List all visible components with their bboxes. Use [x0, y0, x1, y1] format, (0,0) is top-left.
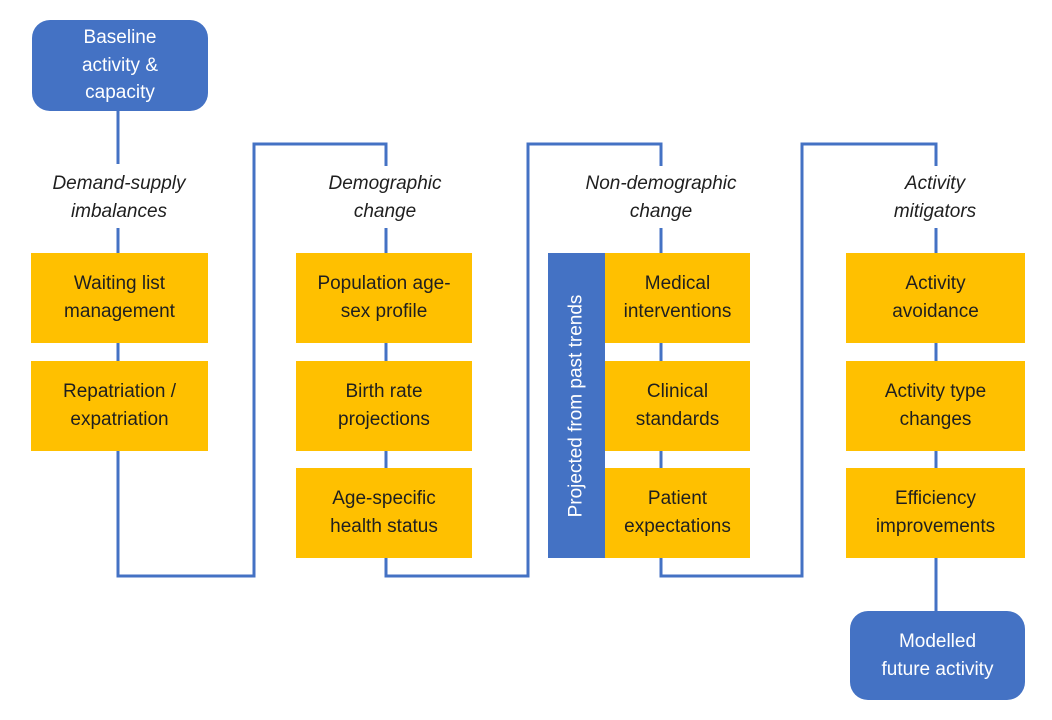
column-header-activity-mitigators: Activity mitigators: [893, 172, 977, 223]
box-activity-avoidance: Activity avoidance: [846, 253, 1025, 343]
box-patient-expectations: Patient expectations: [605, 468, 750, 558]
column-header-demographic-change: Demographic change: [328, 172, 442, 223]
connector-col1-to-col2: [116, 142, 388, 578]
box-repatriation-expatriation: Repatriation / expatriation: [31, 361, 208, 451]
box-birth-rate-projections: Birth rate projections: [296, 361, 472, 451]
box-efficiency-improvements: Efficiency improvements: [846, 468, 1025, 558]
column-header-demand-supply-imbalances: Demand-supply imbalances: [52, 172, 186, 223]
box-waiting-list-management: Waiting list management: [31, 253, 208, 343]
bar-projected-from-past-trends-label: Projected from past trends: [565, 294, 587, 517]
box-population-age-sex-profile: Population age- sex profile: [296, 253, 472, 343]
box-clinical-standards: Clinical standards: [605, 361, 750, 451]
box-age-specific-health-status: Age-specific health status: [296, 468, 472, 558]
bar-projected-from-past-trends: Projected from past trends: [548, 253, 605, 558]
box-activity-type-changes: Activity type changes: [846, 361, 1025, 451]
column-header-non-demographic-change: Non-demographic change: [585, 172, 737, 223]
node-baseline-activity-capacity: Baseline activity & capacity: [32, 20, 208, 111]
node-modelled-future-activity: Modelled future activity: [850, 611, 1025, 700]
box-medical-interventions: Medical interventions: [605, 253, 750, 343]
